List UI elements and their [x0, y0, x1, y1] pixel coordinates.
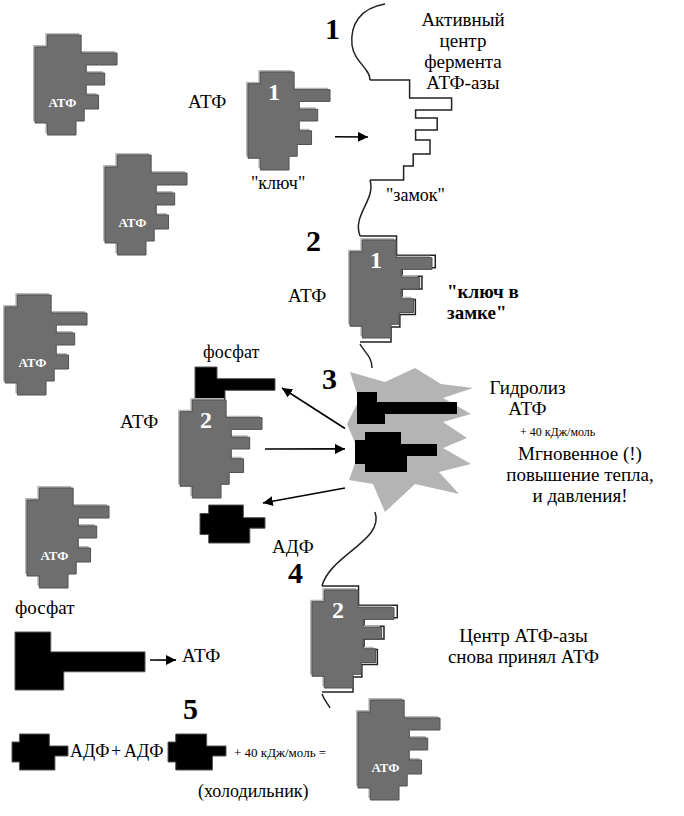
enzyme-line: [358, 180, 371, 236]
step-number: 3: [322, 364, 337, 394]
node-outline: [358, 700, 440, 800]
atp-piece: АТФ: [5, 295, 87, 395]
energy-label: + 40 кДж/моль: [520, 426, 595, 439]
active-center-lock: Активный центр фермента АТФ-азы "замок": [368, 8, 530, 212]
atp-label: АТФ: [188, 92, 226, 113]
adp-shape: [12, 734, 68, 770]
step-number: 1: [325, 14, 340, 44]
adp-shape: [168, 734, 226, 770]
key-in-lock-label: "ключ в замке": [447, 282, 539, 324]
phosphate-shape: [357, 392, 457, 424]
key-shape: [350, 240, 432, 338]
arrow-connector: [150, 659, 176, 661]
atp-key-piece: АТФ 2: [118, 398, 265, 500]
step-number: 4: [288, 558, 303, 588]
atp-label: АТФ: [182, 646, 220, 667]
arrow-connector: [263, 488, 345, 503]
adp-label: АДФ: [124, 742, 164, 762]
arrow-connector: [282, 388, 345, 429]
key-shape: [27, 488, 109, 588]
center-note: Центр АТФ-азы снова принял АТФ: [436, 626, 611, 668]
heat-burst: [347, 368, 473, 512]
adp-piece: АДФ: [10, 732, 112, 774]
node-outline: [5, 295, 87, 395]
adp-shape: [355, 432, 437, 472]
atp-label: АТФ: [39, 96, 86, 110]
hydrolysis-label: Гидролиз АТФ: [480, 378, 575, 420]
key-shape: [312, 590, 394, 688]
hydrolysis-center: Гидролиз АТФ + 40 кДж/мольМгновенное (!) …: [345, 352, 682, 522]
key-shape: [248, 72, 330, 170]
atp-piece: АТФ: [27, 488, 109, 588]
node-outline: [105, 155, 187, 255]
lock-outline: [370, 80, 452, 180]
plus-sign: +: [111, 742, 121, 762]
atp-piece: АТФ: [358, 700, 440, 800]
enzyme-line: [322, 694, 330, 708]
key-in-lock: АТФ 1 "ключ в замке": [285, 238, 541, 342]
phosphate-label: фосфат: [15, 598, 75, 619]
adp-shape: [200, 505, 265, 543]
phosphate-shape: [15, 632, 145, 690]
adp-piece: АДФ: [198, 503, 316, 561]
adp-label: АДФ: [70, 742, 110, 762]
key-shape: [180, 400, 262, 498]
piece-number: 1: [268, 80, 280, 104]
key-in-lock: АТФ 2: [176, 588, 402, 694]
key-shape: [105, 155, 187, 255]
active-center-label: Активный центр фермента АТФ-азы: [413, 10, 513, 94]
atp-label: АТФ: [120, 412, 158, 433]
atp-key-piece: АТФ 1 "ключ": [185, 70, 335, 196]
phosphate-piece: фосфат: [193, 343, 282, 403]
key-shape: [358, 700, 440, 800]
enzyme-line: [322, 512, 376, 586]
key-shape: [5, 295, 87, 395]
atp-piece: АТФ: [35, 35, 117, 135]
key-label: "ключ": [251, 174, 305, 194]
atp-piece: АТФ: [105, 155, 187, 255]
phosphate-shape: [195, 367, 275, 401]
step-number: 5: [183, 694, 198, 724]
node-outline: [27, 488, 109, 588]
atp-label: АТФ: [288, 286, 326, 307]
step-number: 2: [306, 226, 321, 256]
lock-label: "замок": [386, 186, 445, 206]
enzyme-line: [360, 344, 372, 368]
adp-piece: АДФ: [124, 732, 230, 774]
fridge-note: (холодильник): [198, 782, 309, 802]
phosphate-piece: фосфат: [13, 596, 150, 700]
phosphate-label: фосфат: [203, 343, 259, 363]
arrow-connector: [335, 136, 368, 138]
energy-label: + 40 кДж/моль =: [234, 746, 326, 760]
atp-label: АТФ: [362, 761, 409, 775]
atp-label: АТФ: [109, 216, 156, 230]
node-outline: [176, 588, 402, 694]
node-outline: [35, 35, 117, 135]
piece-number: 1: [370, 248, 382, 272]
key-shape: [35, 35, 117, 135]
atp-label: АТФ: [9, 356, 56, 370]
adp-label: АДФ: [272, 537, 314, 558]
piece-number: 2: [200, 408, 212, 432]
arrow-connector: [265, 448, 345, 450]
piece-number: 2: [332, 598, 344, 622]
heat-note: Мгновенное (!) повышение тепла, и давлен…: [505, 444, 655, 507]
atp-label: АТФ: [31, 549, 78, 563]
enzyme-line: [352, 4, 385, 80]
